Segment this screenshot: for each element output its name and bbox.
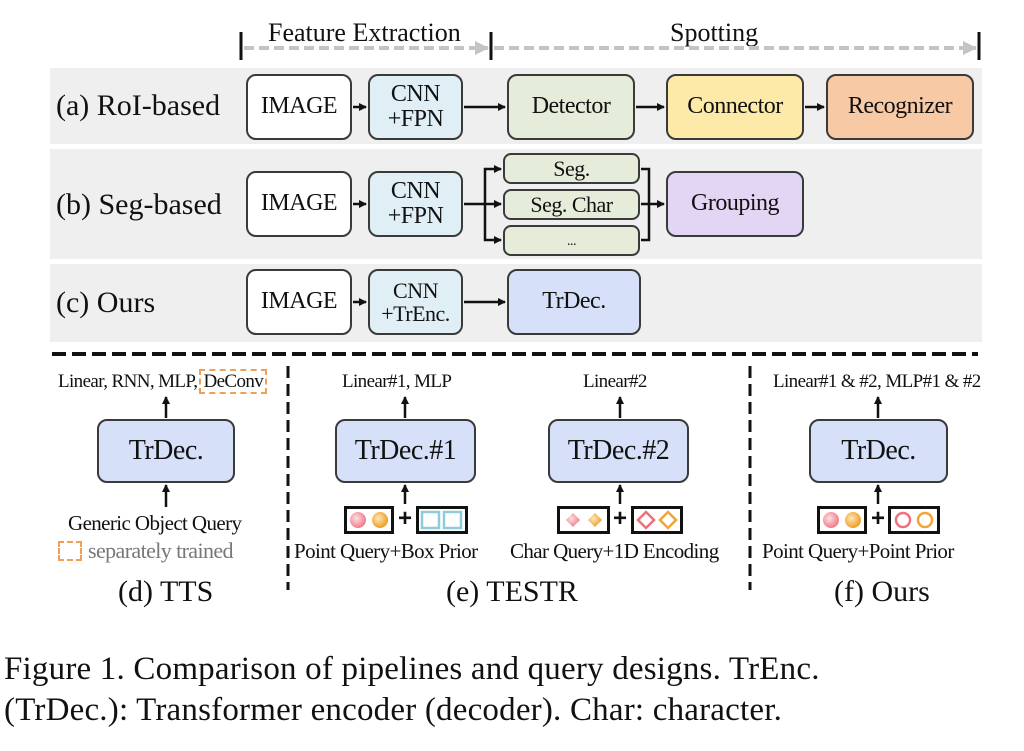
ours-output-label: Linear#1 & #2, MLP#1 & #2 — [773, 371, 981, 392]
testr-right-output-label: Linear#2 — [583, 371, 647, 392]
image-block: IMAGE — [246, 74, 352, 140]
point-prior-icon — [888, 506, 940, 534]
orange-point-query-icon — [845, 512, 861, 528]
stage-markers — [239, 32, 981, 60]
stage-feature-extraction-label: Feature Extraction — [268, 18, 461, 47]
grouping-block: Grouping — [666, 171, 804, 237]
ours-trdec-block: TrDec. — [809, 419, 948, 483]
box-prior-square-icon — [442, 510, 463, 530]
row-label-roi-based: (a) RoI-based — [56, 89, 221, 122]
panel-arrows — [162, 396, 882, 507]
image-block: IMAGE — [246, 171, 352, 237]
testr-left-query-label: Point Query+Box Prior — [294, 539, 478, 563]
tts-caption: (d) TTS — [118, 575, 214, 608]
orange-point-prior-icon — [916, 511, 934, 529]
row-label-ours: (c) Ours — [56, 286, 156, 319]
cnn-fpn-block: CNN +FPN — [368, 171, 463, 237]
seg-block: Seg. — [503, 153, 640, 184]
recognizer-block: Recognizer — [826, 74, 974, 140]
tts-query-label: Generic Object Query — [68, 511, 242, 535]
testr-right-query-label: Char Query+1D Encoding — [510, 539, 719, 563]
tts-deconv-label: DeConv — [199, 369, 268, 394]
testr-trdec2-block: TrDec.#2 — [548, 419, 689, 483]
separately-trained-legend-icon — [58, 541, 82, 561]
image-block: IMAGE — [246, 269, 352, 335]
row-b-arrows — [353, 165, 665, 244]
box-prior-square-icon — [420, 510, 441, 530]
ours-query-label: Point Query+Point Prior — [762, 539, 954, 563]
figure-caption-line-2: (TrDec.): Transformer encoder (decoder).… — [4, 692, 783, 728]
seg-more-block: ... — [503, 225, 640, 256]
detector-block: Detector — [507, 74, 635, 140]
seg-char-block: Seg. Char — [503, 189, 640, 220]
pink-point-prior-icon — [894, 511, 912, 529]
pink-point-query-icon — [823, 512, 839, 528]
cnn-fpn-block: CNN +FPN — [368, 74, 463, 140]
testr-trdec1-block: TrDec.#1 — [335, 419, 476, 483]
tts-output-heads: Linear, RNN, MLP,DeConv — [58, 369, 268, 394]
stage-spotting-label: Spotting — [670, 18, 759, 47]
tts-trdec-block: TrDec. — [97, 419, 235, 483]
plus-sign: + — [398, 505, 413, 532]
trdec-block: TrDec. — [507, 269, 641, 335]
box-prior-icon — [416, 506, 468, 534]
row-label-seg-based: (b) Seg-based — [56, 188, 222, 221]
tts-output-label: Linear, RNN, MLP, — [58, 371, 198, 392]
plus-sign: + — [613, 505, 628, 532]
orange-encoding-diamond-icon — [658, 510, 678, 530]
separately-trained-legend-label: separately trained — [88, 538, 234, 563]
testr-left-output-label: Linear#1, MLP — [342, 371, 452, 392]
ours-caption: (f) Ours — [834, 575, 930, 608]
connector-block: Connector — [666, 74, 804, 140]
pink-encoding-diamond-icon — [636, 510, 656, 530]
orange-char-query-icon — [588, 513, 602, 527]
testr-caption: (e) TESTR — [446, 575, 578, 608]
cnn-trenc-block: CNN +TrEnc. — [368, 269, 463, 335]
plus-sign: + — [871, 505, 886, 532]
pink-point-query-icon — [350, 512, 366, 528]
pink-char-query-icon — [566, 513, 580, 527]
orange-point-query-icon — [372, 512, 388, 528]
figure-caption-line-1: Figure 1. Comparison of pipelines and qu… — [4, 651, 820, 687]
